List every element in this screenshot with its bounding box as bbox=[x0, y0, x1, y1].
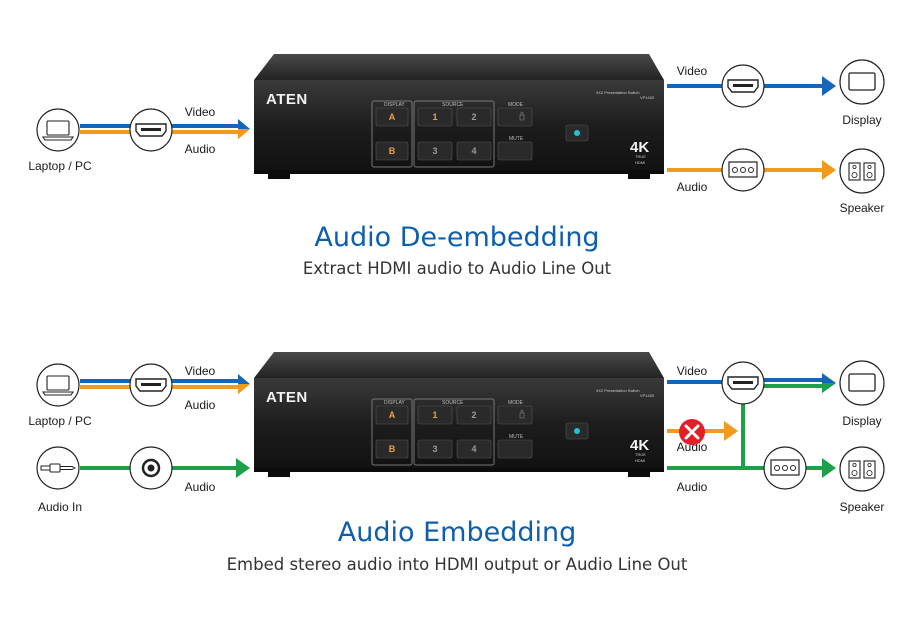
audio-in-line-label: Audio bbox=[185, 480, 216, 494]
source-button-2: 2 bbox=[471, 112, 476, 122]
top-section-title: Audio De-embedding bbox=[314, 222, 599, 253]
model-code: VP1420 bbox=[640, 393, 655, 398]
display-header: DISPLAY bbox=[384, 102, 405, 108]
display-button-b: B bbox=[389, 444, 396, 454]
error-x-icon bbox=[679, 419, 705, 445]
brand-logo: ATEN bbox=[266, 389, 308, 406]
mute-header: MUTE bbox=[509, 434, 524, 440]
top-display-label: Display bbox=[842, 113, 881, 127]
top-left-video-label: Video bbox=[185, 105, 216, 119]
badge-4k: 4K bbox=[630, 437, 649, 454]
badge-hdmi: HDMI bbox=[635, 160, 645, 165]
source-button-3: 3 bbox=[432, 444, 437, 454]
top-laptop-label: Laptop / PC bbox=[28, 159, 92, 173]
laptop-icon bbox=[36, 363, 80, 407]
badge-true: TRUE bbox=[635, 452, 646, 457]
source-header: SOURCE bbox=[442, 400, 464, 406]
laptop-icon bbox=[36, 108, 80, 152]
source-button-4: 4 bbox=[471, 146, 476, 156]
audio-jack-icon bbox=[129, 446, 173, 490]
source-button-3: 3 bbox=[432, 146, 437, 156]
display-button-b: B bbox=[389, 146, 396, 156]
top-right-audio-label: Audio bbox=[677, 180, 708, 194]
presentation-switch-top: ATEN DISPLAY SOURCE MODE MUTE 4X2 Presen… bbox=[253, 53, 665, 180]
bottom-right-audio-label: Audio bbox=[677, 480, 708, 494]
hdmi-port-icon bbox=[721, 361, 765, 405]
brand-logo: ATEN bbox=[266, 91, 308, 108]
top-section-subtitle: Extract HDMI audio to Audio Line Out bbox=[303, 259, 612, 278]
source-header: SOURCE bbox=[442, 102, 464, 108]
speaker-icon bbox=[839, 446, 885, 492]
audio-in-label: Audio In bbox=[38, 500, 82, 514]
bottom-left-audio-label: Audio bbox=[185, 398, 216, 412]
hdmi-port-icon bbox=[129, 363, 173, 407]
bottom-speaker-label: Speaker bbox=[840, 500, 885, 514]
badge-hdmi: HDMI bbox=[635, 458, 645, 463]
top-speaker-label: Speaker bbox=[840, 201, 885, 215]
audio-terminal-icon bbox=[721, 148, 765, 192]
model-line: 4X2 Presentation Switch bbox=[596, 388, 640, 393]
bottom-section: Laptop / PC Video Audio Audio In Audio A… bbox=[28, 351, 885, 574]
speaker-icon bbox=[839, 148, 885, 194]
audio-jack-icon bbox=[36, 446, 80, 490]
hdmi-port-icon bbox=[129, 108, 173, 152]
bottom-right-video-label: Video bbox=[677, 364, 708, 378]
badge-true: TRUE bbox=[635, 154, 646, 159]
display-button-a: A bbox=[389, 410, 396, 420]
mode-header: MODE bbox=[508, 400, 524, 406]
badge-4k: 4K bbox=[630, 139, 649, 156]
model-line: 4X2 Presentation Switch bbox=[596, 90, 640, 95]
source-button-1: 1 bbox=[432, 112, 437, 122]
presentation-switch-bottom: ATEN DISPLAY SOURCE MODE MUTE 4X2 Presen… bbox=[253, 351, 665, 478]
bottom-section-title: Audio Embedding bbox=[338, 517, 576, 548]
bottom-left-video-label: Video bbox=[185, 364, 216, 378]
model-code: VP1420 bbox=[640, 95, 655, 100]
source-button-1: 1 bbox=[432, 410, 437, 420]
top-section: Laptop / PC Video Audio ATEN DISPLAY SOU… bbox=[28, 53, 885, 278]
bottom-laptop-label: Laptop / PC bbox=[28, 414, 92, 428]
audio-terminal-icon bbox=[763, 446, 807, 490]
blocked-audio-label: Audio bbox=[677, 440, 708, 454]
display-button-a: A bbox=[389, 112, 396, 122]
top-left-audio-label: Audio bbox=[185, 142, 216, 156]
source-button-2: 2 bbox=[471, 410, 476, 420]
top-right-video-label: Video bbox=[677, 64, 708, 78]
monitor-icon bbox=[839, 59, 885, 105]
bottom-section-subtitle: Embed stereo audio into HDMI output or A… bbox=[227, 555, 688, 574]
mute-header: MUTE bbox=[509, 136, 524, 142]
monitor-icon bbox=[839, 360, 885, 406]
display-header: DISPLAY bbox=[384, 400, 405, 406]
source-button-4: 4 bbox=[471, 444, 476, 454]
hdmi-port-icon bbox=[721, 64, 765, 108]
bottom-display-label: Display bbox=[842, 414, 881, 428]
mode-header: MODE bbox=[508, 102, 524, 108]
